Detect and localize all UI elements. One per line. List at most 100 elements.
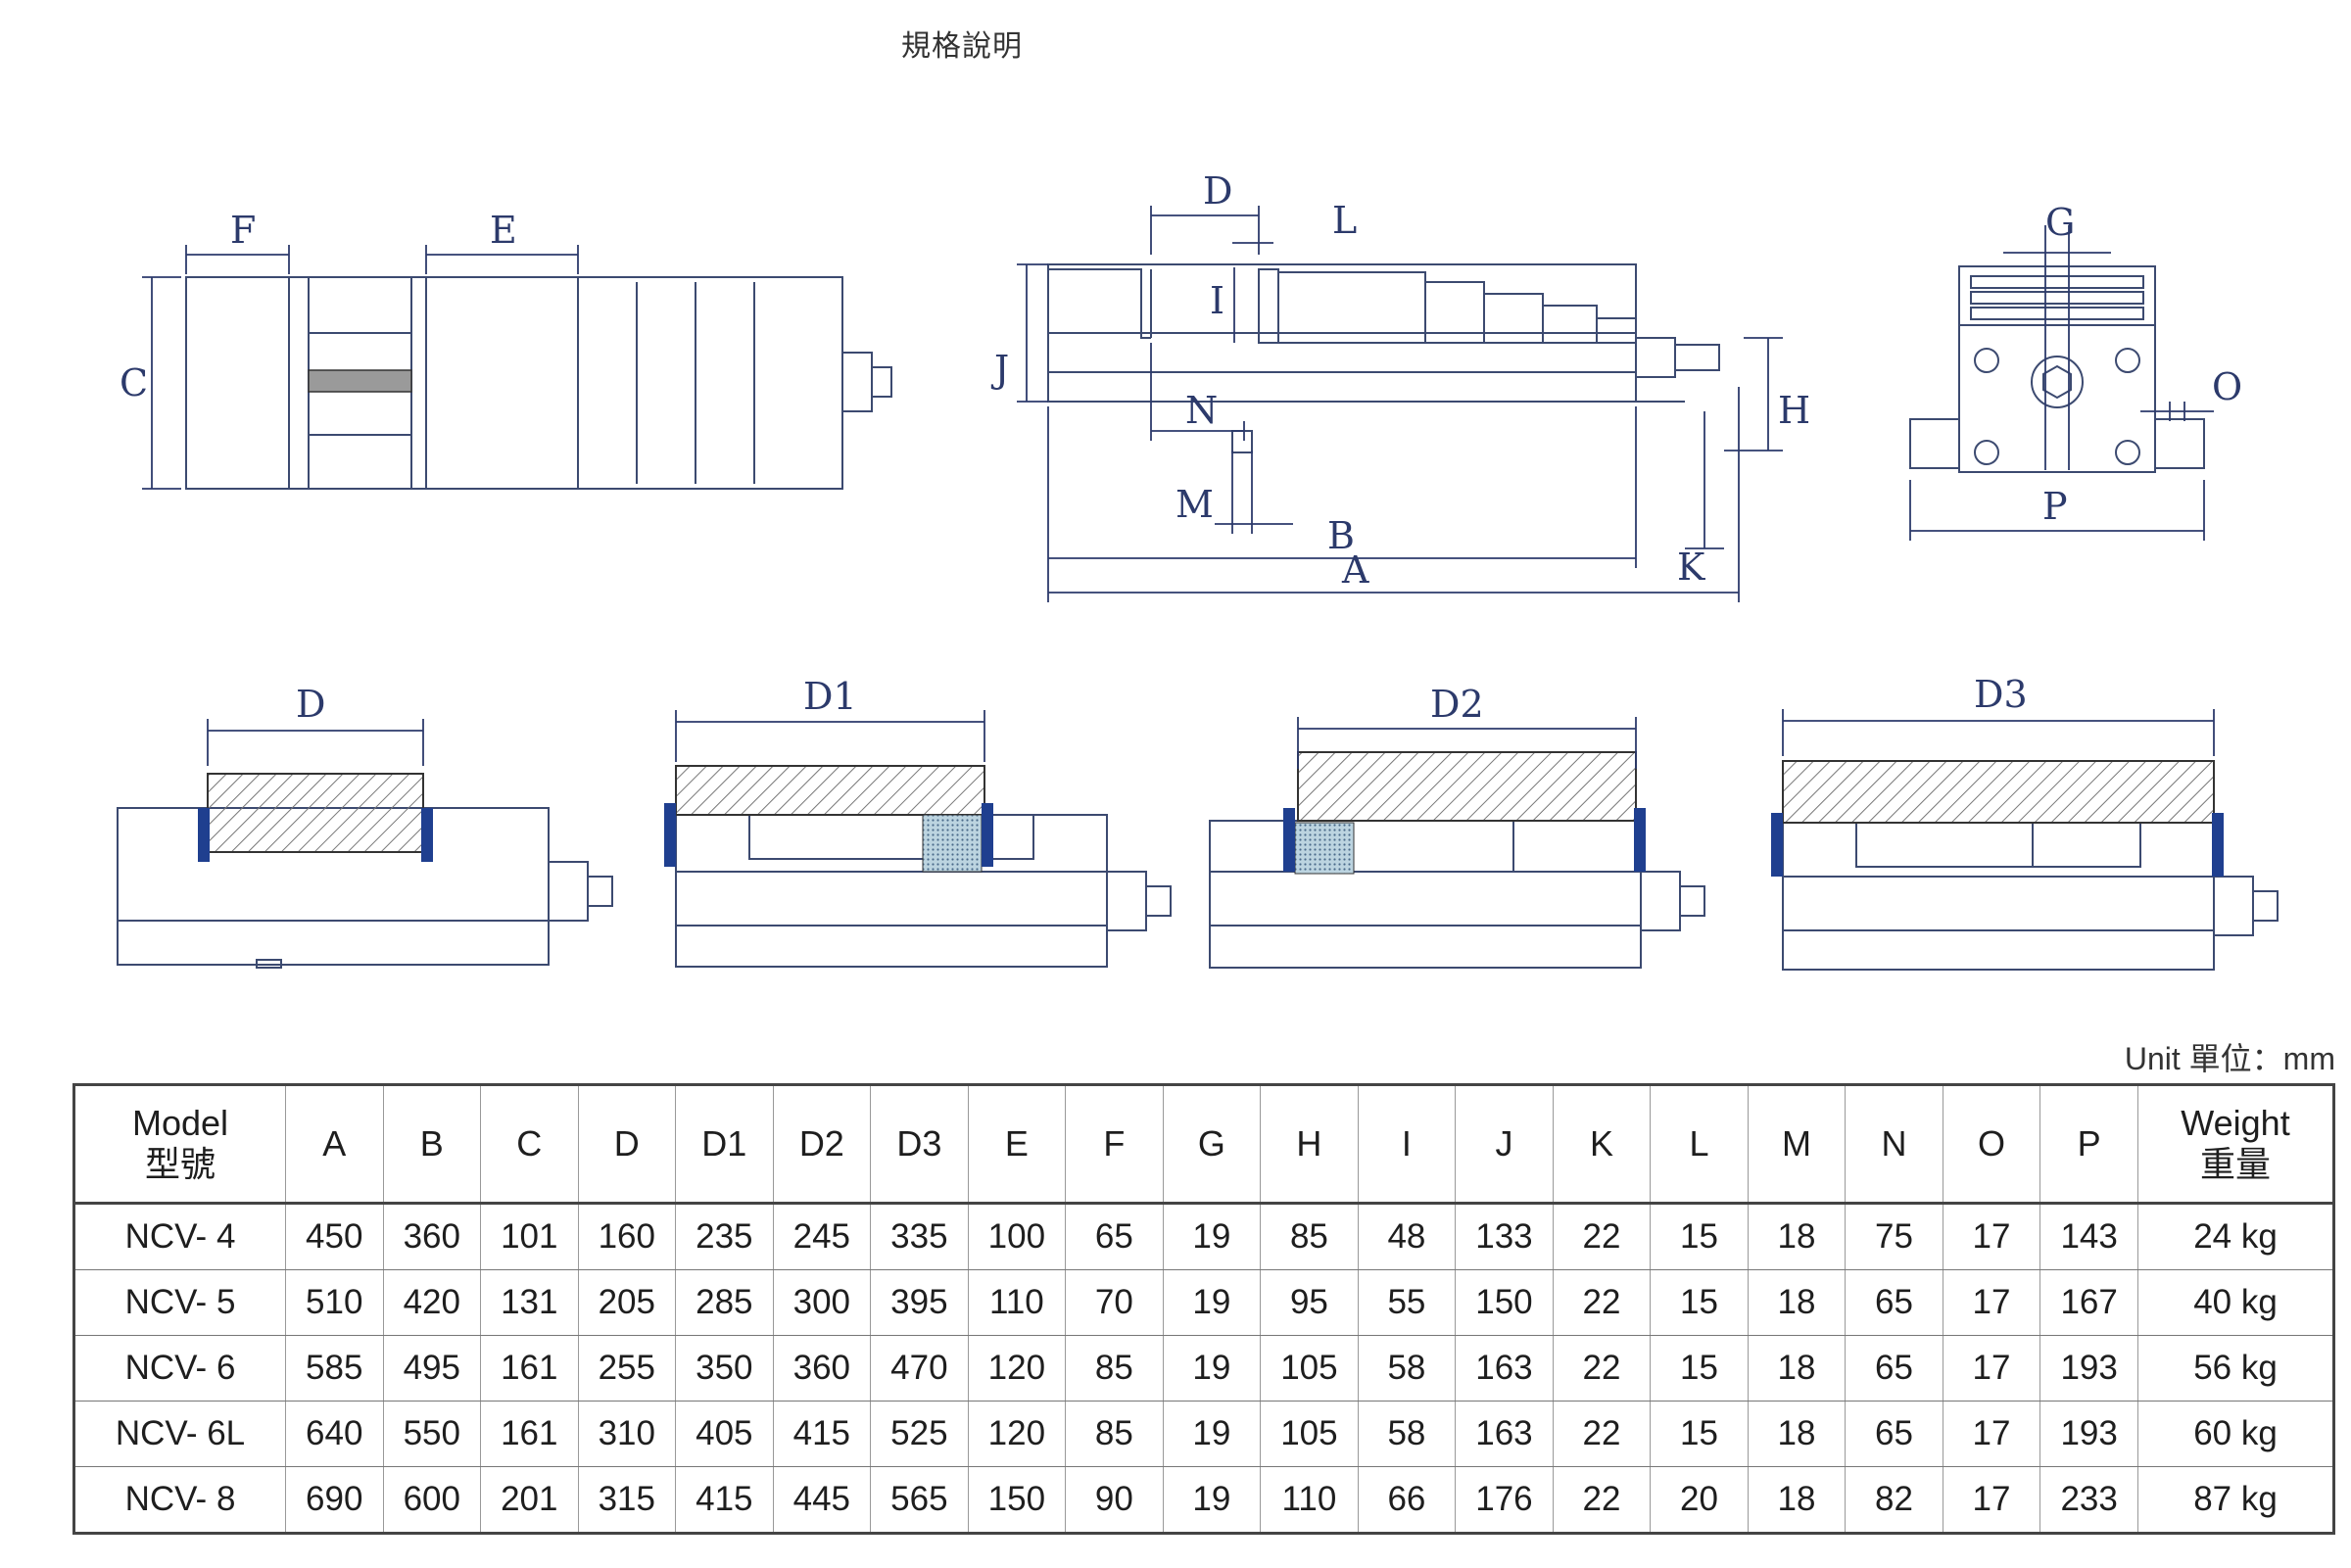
table-cell: 201 xyxy=(480,1466,579,1535)
clamp-config-d: D xyxy=(117,683,613,969)
table-cell: 133 xyxy=(1455,1203,1554,1270)
dim-label-m: M xyxy=(1176,483,1214,526)
table-cell: 160 xyxy=(577,1203,677,1270)
table-cell: 405 xyxy=(675,1401,774,1467)
unit-note: Unit 單位：mm xyxy=(2124,1041,2335,1076)
table-cell: 19 xyxy=(1162,1269,1262,1336)
column-header-label: K xyxy=(1589,1123,1613,1164)
dim-label-n: N xyxy=(1185,389,1218,432)
column-header-label: G xyxy=(1197,1123,1225,1164)
column-header: J xyxy=(1455,1084,1554,1204)
table-cell: 55 xyxy=(1357,1269,1457,1336)
table-cell: 131 xyxy=(480,1269,579,1336)
model-cell: NCV- 8 xyxy=(72,1466,286,1535)
side-view-drawing: D L I J N M B A K H xyxy=(990,169,1810,602)
column-header: D2 xyxy=(772,1084,872,1204)
table-cell: 395 xyxy=(870,1269,969,1336)
table-cell: 310 xyxy=(577,1401,677,1467)
table-cell: 420 xyxy=(382,1269,482,1336)
column-header: N xyxy=(1845,1084,1943,1204)
table-cell: 105 xyxy=(1260,1401,1359,1467)
table-cell: 585 xyxy=(285,1335,384,1402)
table-cell: 65 xyxy=(1065,1203,1164,1270)
column-header-label: F xyxy=(1103,1123,1126,1164)
column-header-label: D3 xyxy=(896,1123,942,1164)
table-cell: 235 xyxy=(675,1203,774,1270)
clamp-label-d: D xyxy=(296,683,325,726)
table-cell: 315 xyxy=(577,1466,677,1535)
column-header: M xyxy=(1747,1084,1847,1204)
table-cell: 19 xyxy=(1162,1335,1262,1402)
column-header-label: I xyxy=(1401,1123,1412,1164)
table-cell: 101 xyxy=(480,1203,579,1270)
table-cell: 90 xyxy=(1065,1466,1164,1535)
column-header-label: E xyxy=(1004,1123,1029,1164)
clamp-label-d2: D2 xyxy=(1430,683,1484,726)
table-cell: 18 xyxy=(1747,1401,1847,1467)
table-cell: 233 xyxy=(2039,1466,2138,1535)
column-header-sublabel: 重量 xyxy=(2199,1144,2271,1184)
column-header: P xyxy=(2039,1084,2138,1204)
table-cell: 193 xyxy=(2039,1335,2138,1402)
table-cell: 22 xyxy=(1552,1335,1652,1402)
table-cell: 48 xyxy=(1357,1203,1457,1270)
table-cell: 19 xyxy=(1162,1466,1262,1535)
column-header-label: H xyxy=(1296,1123,1322,1164)
column-header: I xyxy=(1357,1084,1457,1204)
column-header: F xyxy=(1065,1084,1164,1204)
table-cell: 285 xyxy=(675,1269,774,1336)
clamp-config-d2: D2 xyxy=(1209,683,1705,969)
column-header: L xyxy=(1650,1084,1749,1204)
table-cell: 66 xyxy=(1357,1466,1457,1535)
table-cell: 22 xyxy=(1552,1269,1652,1336)
dim-label-a: A xyxy=(1341,548,1369,592)
dim-label-l: L xyxy=(1332,199,1357,242)
column-header: G xyxy=(1162,1084,1262,1204)
table-cell: 110 xyxy=(967,1269,1067,1336)
column-header: B xyxy=(382,1084,482,1204)
dim-label-k: K xyxy=(1677,546,1705,589)
table-cell: 18 xyxy=(1747,1466,1847,1535)
column-header: E xyxy=(967,1084,1067,1204)
table-cell: 167 xyxy=(2039,1269,2138,1336)
column-header: D1 xyxy=(675,1084,774,1204)
column-header-label: Weight xyxy=(2181,1103,2290,1143)
page-title: 規格說明 xyxy=(901,29,1023,64)
dim-label-o: O xyxy=(2212,365,2242,408)
table-cell: 22 xyxy=(1552,1203,1652,1270)
table-cell: 95 xyxy=(1260,1269,1359,1336)
table-cell: 143 xyxy=(2039,1203,2138,1270)
table-cell: 415 xyxy=(772,1401,872,1467)
table-cell: 15 xyxy=(1650,1335,1749,1402)
table-cell: 120 xyxy=(967,1335,1067,1402)
dim-label-d: D xyxy=(1203,169,1232,213)
table-cell: 150 xyxy=(967,1466,1067,1535)
table-cell: 510 xyxy=(285,1269,384,1336)
table-cell: 70 xyxy=(1065,1269,1164,1336)
table-cell: 19 xyxy=(1162,1203,1262,1270)
dim-label-b: B xyxy=(1327,514,1355,557)
column-header-label: D1 xyxy=(701,1123,747,1164)
table-cell: 15 xyxy=(1650,1401,1749,1467)
table-cell: 24 kg xyxy=(2137,1203,2335,1270)
table-cell: 85 xyxy=(1260,1203,1359,1270)
column-header: K xyxy=(1552,1084,1652,1204)
table-cell: 110 xyxy=(1260,1466,1359,1535)
table-cell: 350 xyxy=(675,1335,774,1402)
table-cell: 161 xyxy=(480,1335,579,1402)
column-header-label: M xyxy=(1781,1123,1811,1164)
table-cell: 17 xyxy=(1942,1401,2041,1467)
column-header-label: J xyxy=(1495,1123,1513,1164)
column-header: D xyxy=(577,1084,677,1204)
table-cell: 85 xyxy=(1065,1401,1164,1467)
column-header: O xyxy=(1942,1084,2041,1204)
column-header-label: C xyxy=(516,1123,543,1164)
